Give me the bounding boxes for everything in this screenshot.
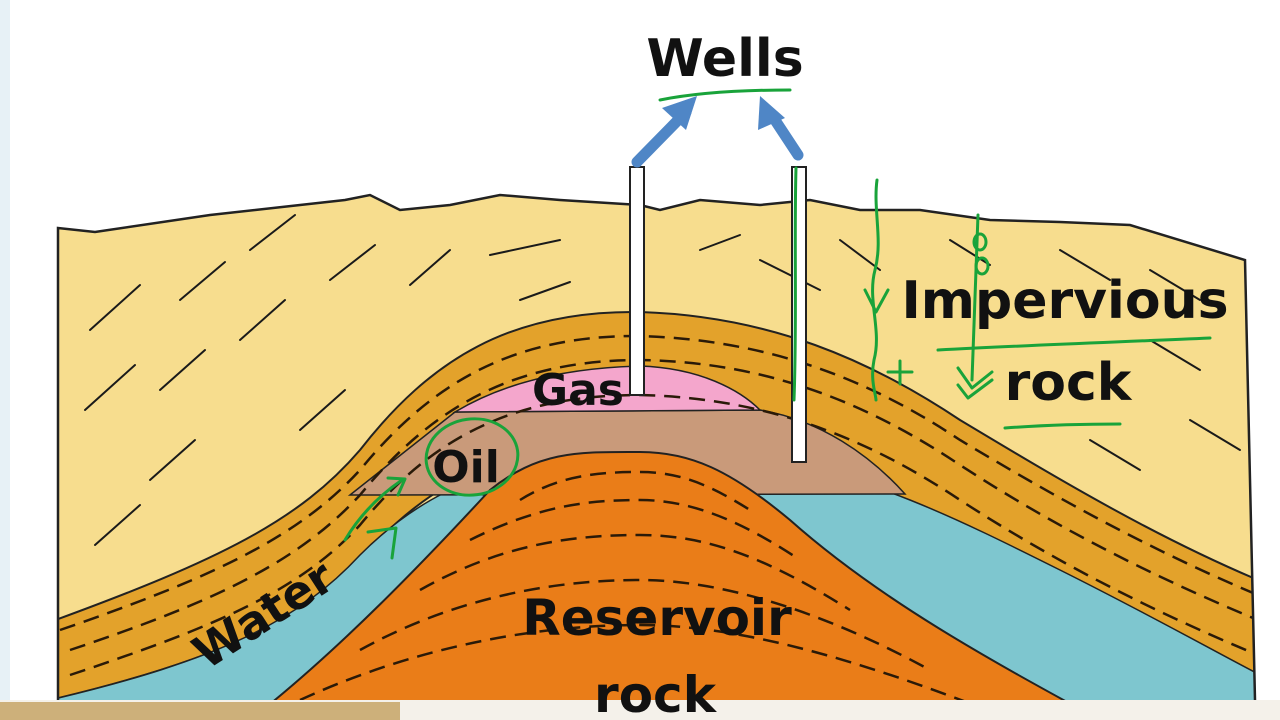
well-pipe-left bbox=[629, 166, 645, 396]
arrow-up-icon bbox=[758, 96, 804, 161]
reservoir-rock-label-line2: rock bbox=[594, 666, 718, 720]
wells-label: Wells bbox=[646, 29, 803, 89]
impervious-rock-label-line1: Impervious bbox=[901, 271, 1228, 331]
left-edge-strip bbox=[0, 0, 10, 720]
reservoir-rock-label-line1: Reservoir bbox=[522, 589, 792, 647]
handwritten-annotations bbox=[343, 88, 1212, 560]
reservoir-rock-dome bbox=[247, 450, 1101, 700]
oil-label: Oil bbox=[432, 442, 500, 493]
arrow-up-icon bbox=[631, 96, 697, 168]
surface-rock-hatching bbox=[84, 214, 1241, 546]
bottom-left-photo bbox=[0, 702, 400, 720]
impervious-rock-label-line2: rock bbox=[1005, 353, 1133, 413]
reservoir-rock-texture bbox=[299, 470, 1001, 700]
gas-label: Gas bbox=[532, 365, 624, 416]
